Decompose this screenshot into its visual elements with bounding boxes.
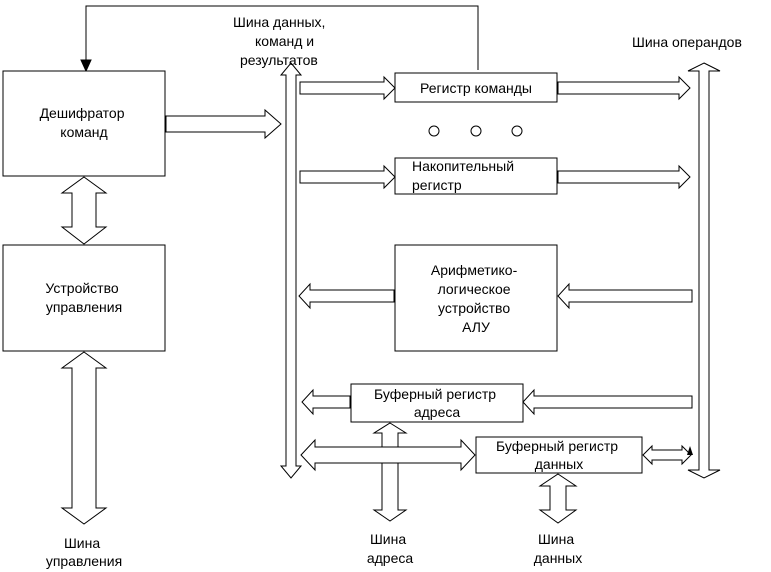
data-bus-double-arrow (538, 473, 578, 524)
svg-text:Буферный регистр данных: Буферный регистр данных (496, 438, 622, 472)
address-bus-double-arrow (372, 422, 408, 522)
decoder-label-line-1: Дешифратор (40, 105, 125, 121)
data-bus-to-data-buffer-arrow (300, 438, 476, 472)
decoder-to-bus-arrow (165, 108, 282, 140)
control-bus-label-line-2: управления (46, 553, 122, 569)
alu-to-data-bus-arrow (298, 282, 395, 310)
data-bus-label-line-2: данных (534, 550, 582, 566)
svg-text:Арифметико- логическое: Арифметико- логическое устройство АЛУ (431, 262, 521, 335)
accumulator-label-line-2: регистр (412, 177, 462, 193)
svg-text:Шина данных, команд и: Шина данных, команд и результатов (233, 14, 329, 68)
control-unit-label-line-1: Устройство (45, 280, 118, 296)
address-buffer-label-line-1: Буферный регистр (374, 386, 496, 402)
bus-to-accumulator-arrow (299, 164, 396, 190)
alu-label-line-3: устройство (438, 300, 510, 316)
address-bus-label-line-1: Шина (370, 531, 406, 547)
alu-label-line-4: АЛУ (462, 319, 490, 335)
svg-text:Накопительный регистр: Накопительный регистр (412, 158, 518, 193)
svg-text:Устройство управления: Устройство управления (45, 280, 122, 315)
accumulator-label-line-1: Накопительный (412, 158, 514, 174)
data-buffer-block (475, 436, 643, 474)
command-register-block (394, 72, 558, 103)
alu-label-line-2: логическое (438, 281, 511, 297)
operand-bus-label: Шина операндов (632, 34, 742, 50)
operand-bus-to-alu-arrow (557, 282, 693, 310)
decoder-control-double-arrow (60, 176, 108, 245)
svg-text:Шина адреса: Шина адреса (367, 531, 414, 566)
command-register-to-operand-bus-arrow (557, 75, 691, 101)
svg-text:Буферный регистр адреса: Буферный регистр адреса (374, 386, 500, 420)
data-buffer-label-line-2: данных (535, 456, 583, 472)
ellipsis-dot-1 (428, 125, 440, 137)
data-buffer-label-line-1: Буферный регистр (496, 438, 618, 454)
svg-text:Шина данных: Шина данных (534, 531, 582, 566)
alu-label-line-1: Арифметико- (431, 262, 518, 278)
control-unit-block (2, 244, 166, 352)
operand-bus-data-buffer-arrow (642, 444, 692, 466)
alu-block (394, 244, 558, 352)
address-bus-label-line-2: адреса (367, 550, 414, 566)
control-unit-label-line-2: управления (46, 299, 122, 315)
bus-data-label-line-2: команд и (255, 33, 314, 49)
svg-text:Шина управления: Шина управления (46, 535, 122, 569)
ellipsis-dot-3 (511, 125, 523, 137)
small-black-arrowhead (687, 446, 693, 455)
data-command-result-bus (279, 62, 303, 479)
svg-text:Дешифратор команд: Дешифратор команд (40, 105, 129, 140)
decoder-block (2, 70, 166, 177)
ellipsis-dot-2 (470, 125, 482, 137)
bus-to-command-register-arrow (299, 75, 396, 101)
feedback-arrowhead (80, 59, 92, 73)
operand-bus (687, 62, 721, 479)
control-bus-label-line-1: Шина (64, 535, 100, 551)
accumulator-block (394, 157, 558, 195)
bus-data-label-line-3: результатов (240, 52, 318, 68)
accumulator-to-operand-bus-arrow (557, 164, 691, 190)
command-register-label: Регистр команды (420, 80, 532, 96)
operand-bus-to-address-buffer-arrow (522, 388, 693, 416)
decoder-label-line-2: команд (60, 124, 107, 140)
address-buffer-block (350, 383, 524, 423)
address-buffer-to-data-bus-arrow (301, 388, 351, 416)
data-bus-label-line-1: Шина (538, 531, 574, 547)
control-bus-double-arrow (60, 351, 108, 525)
feedback-line (85, 5, 479, 70)
bus-data-label-line-1: Шина данных, (233, 14, 325, 30)
address-buffer-label-line-2: адреса (414, 404, 461, 420)
